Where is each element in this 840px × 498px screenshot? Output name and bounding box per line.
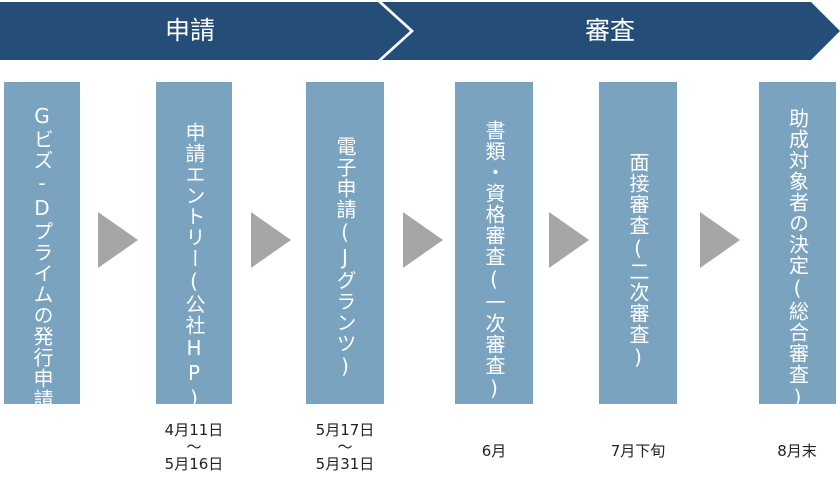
date-interview-value: 7月下旬 (610, 442, 666, 460)
step-box-interview: 面接審査(二次審査) (599, 82, 677, 404)
arrow-3 (403, 212, 443, 268)
step-label-e-application: 電子申請(Jグランツ) (333, 136, 357, 379)
date-entry-tilde: ～ (186, 438, 202, 456)
step-label-interview: 面接審査(二次審査) (626, 152, 650, 370)
step-box-entry: 申請エントリー(公社HP) (156, 82, 232, 411)
date-document-review: 6月 (449, 441, 539, 462)
date-decision: 8月末 (752, 441, 840, 462)
step-box-gbiz: Gビズ-Dプライムの発行申請 (4, 82, 80, 410)
arrow-4 (549, 212, 589, 268)
arrow-1 (98, 212, 138, 268)
step-label-decision: 助成対象者の決定(総合審査) (785, 108, 810, 410)
step-label-document-review: 書類・資格審査(一次審査) (482, 120, 506, 401)
date-interview: 7月下旬 (593, 441, 683, 462)
date-entry-start: 4月11日 (164, 421, 224, 439)
step-box-document-review: 書類・資格審査(一次審査) (455, 82, 533, 404)
date-e-application-end: 5月31日 (315, 455, 375, 473)
phase-banner-application (0, 2, 410, 60)
arrow-5 (700, 212, 740, 268)
date-decision-value: 8月末 (777, 442, 817, 460)
date-entry: 4月11日 ～ 5月16日 (149, 420, 239, 475)
phase-banner-review (382, 2, 840, 60)
step-box-e-application: 電子申請(Jグランツ) (306, 82, 384, 404)
step-box-decision: 助成対象者の決定(総合審査) (759, 82, 836, 410)
date-e-application-tilde: ～ (337, 438, 353, 456)
phase-label-review: 審査 (584, 16, 635, 45)
phase-bar (0, 2, 840, 60)
step-label-entry: 申請エントリー(公社HP) (182, 122, 206, 411)
step-label-gbiz: Gビズ-Dプライムの発行申請 (30, 104, 54, 410)
phase-label-application: 申請 (164, 16, 215, 45)
date-e-application-start: 5月17日 (315, 421, 375, 439)
date-entry-end: 5月16日 (164, 455, 224, 473)
arrow-2 (251, 212, 291, 268)
date-document-review-value: 6月 (481, 442, 507, 460)
date-e-application: 5月17日 ～ 5月31日 (300, 420, 390, 475)
